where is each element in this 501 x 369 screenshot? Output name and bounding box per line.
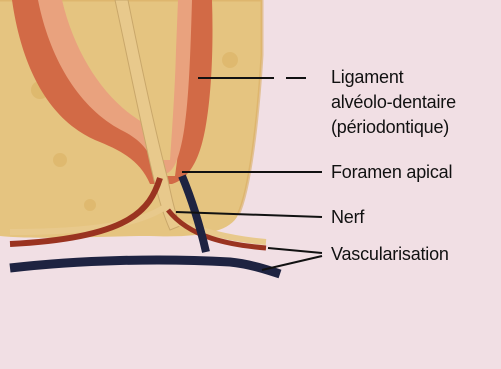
- label-ligament-line1: Ligament: [331, 67, 403, 88]
- label-ligament-line2: alvéolo-dentaire: [331, 92, 456, 113]
- label-ligament-line3: (périodontique): [331, 117, 449, 138]
- bone-texture: [222, 52, 238, 68]
- bone-texture: [53, 153, 67, 167]
- label-foramen-apical: Foramen apical: [331, 162, 452, 183]
- label-nerf: Nerf: [331, 207, 364, 228]
- label-vascularisation: Vascularisation: [331, 244, 449, 265]
- bone-texture: [84, 199, 96, 211]
